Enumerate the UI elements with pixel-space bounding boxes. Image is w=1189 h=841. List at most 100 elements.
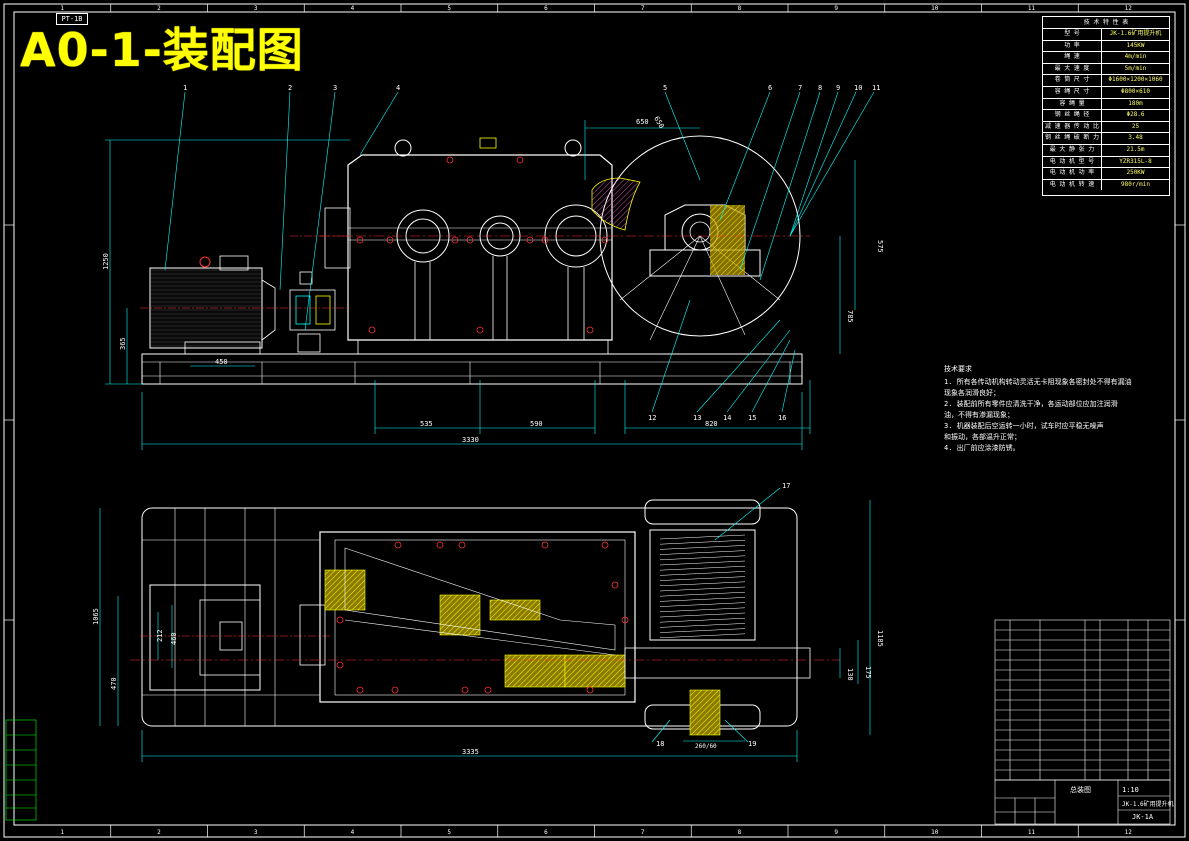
- specs-key: 最 大 静 张 力: [1043, 144, 1102, 156]
- grid-column-label-bottom: 5: [447, 829, 451, 836]
- bolt-icon: [586, 686, 594, 694]
- title-block-main-name: JK-1.6矿用提升机: [1122, 801, 1174, 808]
- specs-value: 21.5m: [1126, 145, 1145, 153]
- specs-key: 电 动 机 型 号: [1043, 156, 1102, 168]
- dimension-label: 460: [170, 632, 178, 645]
- specs-value: 25: [1131, 122, 1140, 130]
- specs-row: 电 动 机 型 号 YZR315L-8: [1043, 156, 1169, 169]
- part-balloon-label: 19: [748, 740, 756, 748]
- specs-value: Φ800×610: [1121, 87, 1150, 95]
- bolt-icon: [484, 686, 492, 694]
- bolt-icon: [476, 326, 484, 334]
- specs-key: 电 动 机 转 速: [1043, 179, 1102, 191]
- part-balloon-label: 13: [693, 414, 701, 422]
- dimension-label: 1065: [92, 608, 100, 625]
- bolt-icon: [601, 541, 609, 549]
- specs-value: 5m/min: [1124, 64, 1147, 72]
- grid-column-label-top: 5: [447, 5, 451, 12]
- grid-column-label-bottom: 2: [157, 829, 161, 836]
- bolt-icon: [394, 541, 402, 549]
- specs-value: 3.48: [1128, 134, 1143, 142]
- dimension-label: 212: [156, 629, 164, 642]
- dimension-label: 365: [119, 337, 127, 350]
- bolt-icon: [458, 541, 466, 549]
- specs-key: 最 大 速 度: [1043, 63, 1102, 75]
- bolt-icon: [336, 661, 344, 669]
- specs-key: 容 绳 尺 寸: [1043, 86, 1102, 98]
- tech-req-line: 1. 所有各传动机构转动灵活无卡阻现象各密封处不得有漏油: [944, 378, 1132, 386]
- parts-list: [994, 619, 1171, 781]
- dimension-label: 820: [705, 420, 718, 428]
- bolt-icon: [541, 236, 549, 244]
- grid-column-label-top: 4: [351, 5, 355, 12]
- specs-row: 最 大 静 张 力 21.5m: [1043, 144, 1169, 157]
- part-balloon-label: 18: [656, 740, 664, 748]
- specs-key: 钢 丝 绳 径: [1043, 110, 1102, 121]
- dimension-label: 3330: [462, 436, 479, 444]
- grid-column-label-bottom: 3: [254, 829, 258, 836]
- title-block: [994, 779, 1171, 825]
- specs-key: 功 率: [1043, 40, 1102, 52]
- part-balloon-label: 3: [333, 84, 337, 92]
- bolt-icon: [336, 616, 344, 624]
- tech-req-line: 3. 机器装配后空运转一小时，试车时应平稳无噪声: [944, 422, 1104, 430]
- part-balloon-label: 2: [288, 84, 292, 92]
- part-balloon-label: 12: [648, 414, 656, 422]
- bolt-icon: [586, 326, 594, 334]
- bolt-icon: [391, 686, 399, 694]
- bolt-icon: [541, 541, 549, 549]
- specs-key: 钢 丝 绳 破 断 力: [1043, 133, 1102, 144]
- bolt-icon: [461, 686, 469, 694]
- grid-column-label-top: 9: [834, 5, 838, 12]
- part-balloon-label: 1: [183, 84, 187, 92]
- bolt-icon: [386, 236, 394, 244]
- side-title-strip: [5, 719, 37, 821]
- specs-row: 容 绳 尺 寸 Φ800×610: [1043, 86, 1169, 99]
- tech-req-line: 和振动，各部温升正常；: [944, 433, 1021, 441]
- title-block-scale: 1:10: [1122, 786, 1139, 794]
- part-balloon-label: 10: [854, 84, 862, 92]
- bolt-icon: [356, 236, 364, 244]
- part-balloon-label: 7: [798, 84, 802, 92]
- grid-column-label-top: 1: [60, 5, 64, 12]
- tech-req-line: 现象各润滑良好；: [944, 389, 1000, 397]
- specs-value: 180m: [1128, 99, 1143, 107]
- part-balloon-label: 11: [872, 84, 880, 92]
- bolt-icon: [516, 156, 524, 164]
- dimension-label: 1185: [876, 630, 884, 647]
- bolt-icon: [446, 156, 454, 164]
- bolt-icon: [611, 581, 619, 589]
- part-balloon-label: 16: [778, 414, 786, 422]
- grid-column-label-top: 2: [157, 5, 161, 12]
- specs-key: 型 号: [1043, 29, 1102, 40]
- dimension-label: 535: [420, 420, 433, 428]
- dimension-label: 450: [215, 358, 228, 366]
- grid-column-label-top: 8: [738, 5, 742, 12]
- specs-value: YZR315L-8: [1119, 157, 1152, 165]
- bolt-icon: [621, 616, 629, 624]
- grid-column-label-bottom: 7: [641, 829, 645, 836]
- bolt-icon: [601, 236, 609, 244]
- specs-row: 钢 丝 绳 破 断 力 3.48: [1043, 133, 1169, 145]
- tech-req-line: 2. 装配前所有零件应清洗干净，各运动部位应加注润滑: [944, 400, 1118, 408]
- dimension-label: 650: [636, 118, 649, 126]
- dimension-label: 470: [110, 677, 118, 690]
- specs-value: 4m/min: [1124, 53, 1147, 61]
- bolt-icon: [466, 236, 474, 244]
- sheet-tag: PT-1B: [56, 13, 88, 25]
- part-balloon-label: 4: [396, 84, 400, 92]
- bolt-icon: [436, 541, 444, 549]
- grid-column-label-top: 6: [544, 5, 548, 12]
- specs-row: 最 大 速 度 5m/min: [1043, 63, 1169, 76]
- grid-column-label-bottom: 8: [738, 829, 742, 836]
- grid-column-label-bottom: 10: [931, 829, 939, 836]
- part-balloon-label: 6: [768, 84, 772, 92]
- bolt-icon: [526, 236, 534, 244]
